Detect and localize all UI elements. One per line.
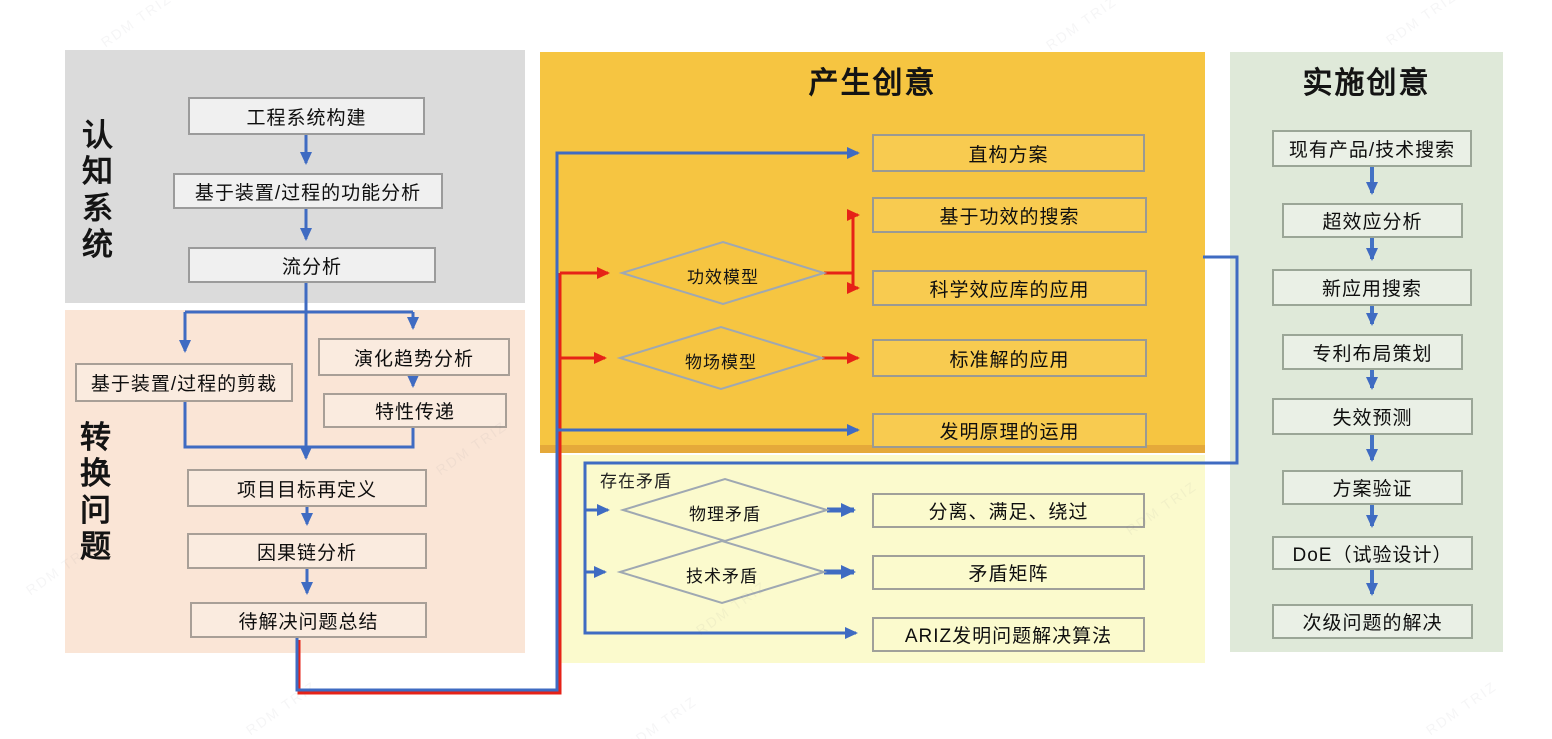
transform-title: 转换问题	[80, 420, 111, 564]
box-function-analysis: 基于装置/过程的功能分析	[173, 173, 443, 209]
box-inventive-principles: 发明原理的运用	[872, 413, 1147, 448]
box-separation: 分离、满足、绕过	[872, 493, 1145, 528]
box-direct-solution: 直构方案	[872, 134, 1145, 172]
box-goal-redefine: 项目目标再定义	[187, 469, 427, 507]
red-routing	[297, 209, 860, 695]
box-flow-analysis: 流分析	[188, 247, 436, 283]
generate-title: 产生创意	[808, 67, 937, 100]
box-super-effect-analysis: 超效应分析	[1282, 203, 1463, 238]
box-new-application-search: 新应用搜索	[1272, 269, 1472, 306]
box-doe: DoE（试验设计）	[1272, 536, 1473, 570]
box-function-search: 基于功效的搜索	[872, 197, 1147, 233]
cognition-title: 认知系统	[82, 118, 113, 262]
label-physical-contradiction: 物理矛盾	[689, 505, 761, 524]
box-evolution-trend: 演化趋势分析	[318, 338, 510, 376]
box-effects-library: 科学效应库的应用	[872, 270, 1147, 306]
diamond-function-model	[618, 240, 828, 306]
decision-diamonds	[616, 240, 831, 605]
box-feature-transfer: 特性传递	[323, 393, 507, 428]
diamond-technical-contradiction	[616, 539, 828, 605]
panel-generate	[540, 52, 1205, 453]
box-problem-summary: 待解决问题总结	[190, 602, 427, 638]
blue-routing	[179, 135, 1239, 692]
implement-title: 实施创意	[1302, 67, 1431, 100]
diamond-sufield-model	[616, 325, 826, 391]
box-secondary-problems: 次级问题的解决	[1272, 604, 1473, 639]
box-existing-product-search: 现有产品/技术搜索	[1272, 130, 1472, 167]
label-technical-contradiction: 技术矛盾	[686, 567, 758, 586]
box-contradiction-matrix: 矛盾矩阵	[872, 555, 1145, 590]
contradiction-label: 存在矛盾	[600, 472, 672, 491]
box-patent-strategy: 专利布局策划	[1282, 334, 1463, 370]
box-engineering-system: 工程系统构建	[188, 97, 425, 135]
box-trimming: 基于装置/过程的剪裁	[75, 363, 293, 402]
box-causal-chain: 因果链分析	[187, 533, 427, 569]
box-failure-prediction: 失效预测	[1272, 398, 1473, 435]
diamond-physical-contradiction	[619, 477, 831, 543]
box-ariz: ARIZ发明问题解决算法	[872, 617, 1145, 652]
label-sufield-model: 物场模型	[685, 353, 757, 372]
label-function-model: 功效模型	[687, 268, 759, 287]
blue-thick-arrows	[824, 503, 856, 579]
box-standard-solutions: 标准解的应用	[872, 339, 1147, 377]
box-solution-verification: 方案验证	[1282, 470, 1463, 505]
